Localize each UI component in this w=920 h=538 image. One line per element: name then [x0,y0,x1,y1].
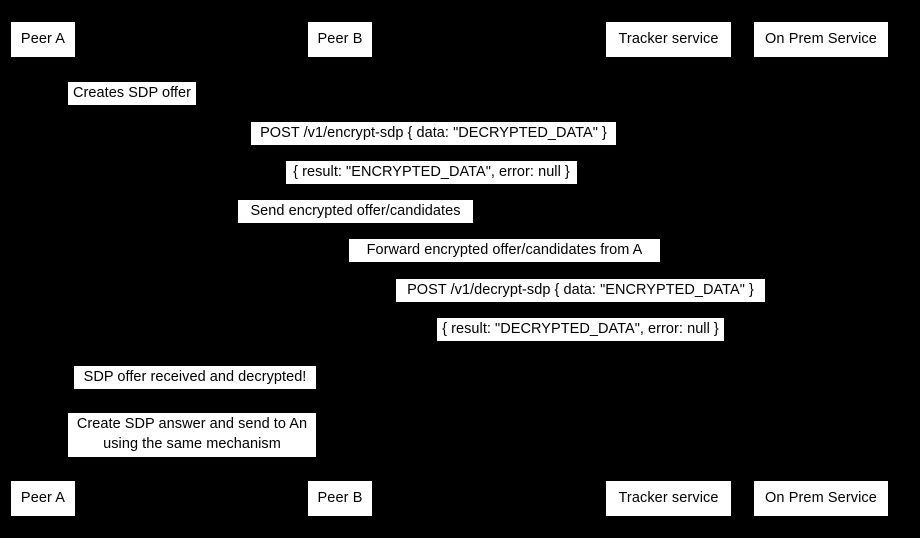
message-post-encrypt-sdp-request: POST /v1/encrypt-sdp { data: "DECRYPTED_… [251,122,616,145]
participant-top-tracker-service[interactable]: Tracker service [605,21,732,58]
message-text: SDP offer received and decrypted! [83,368,307,385]
participant-bottom-on-prem-service[interactable]: On Prem Service [753,480,889,517]
message-creates-sdp-offer: Creates SDP offer [68,82,196,105]
message-text-line-2: using the same mechanism [103,436,281,452]
participant-label: On Prem Service [765,490,877,507]
participant-label: Peer A [20,31,66,48]
participant-label: Tracker service [618,31,719,48]
message-text: { result: "ENCRYPTED_DATA", error: null … [293,163,570,180]
message-post-decrypt-sdp-request: POST /v1/decrypt-sdp { data: "ENCRYPTED_… [396,279,765,302]
participant-label: Peer B [317,31,363,48]
message-text-line-1: Create SDP answer and send to An [76,416,308,433]
message-text: POST /v1/decrypt-sdp { data: "ENCRYPTED_… [407,281,754,298]
participant-bottom-tracker-service[interactable]: Tracker service [605,480,732,517]
participant-label: Peer A [20,490,66,507]
message-text: POST /v1/encrypt-sdp { data: "DECRYPTED_… [260,124,607,141]
message-sdp-offer-received-decrypted: SDP offer received and decrypted! [74,366,316,389]
participant-top-peer-a[interactable]: Peer A [10,21,76,58]
message-create-sdp-answer: Create SDP answer and send to An using t… [68,413,316,457]
participant-top-peer-b[interactable]: Peer B [307,21,373,58]
participant-top-on-prem-service[interactable]: On Prem Service [753,21,889,58]
message-send-encrypted-offer-candidates: Send encrypted offer/candidates [238,200,473,223]
message-decrypt-sdp-response: { result: "DECRYPTED_DATA", error: null … [437,318,724,341]
message-text: Forward encrypted offer/candidates from … [366,241,643,258]
participant-bottom-peer-a[interactable]: Peer A [10,480,76,517]
participant-label: Peer B [317,490,363,507]
message-forward-encrypted-offer-candidates: Forward encrypted offer/candidates from … [349,239,660,262]
participant-bottom-peer-b[interactable]: Peer B [307,480,373,517]
participant-label: Tracker service [618,490,719,507]
participant-label: On Prem Service [765,31,877,48]
message-text: Creates SDP offer [73,84,191,101]
message-text: Send encrypted offer/candidates [250,202,461,219]
message-text: { result: "DECRYPTED_DATA", error: null … [442,320,719,337]
message-encrypt-sdp-response: { result: "ENCRYPTED_DATA", error: null … [286,161,577,184]
